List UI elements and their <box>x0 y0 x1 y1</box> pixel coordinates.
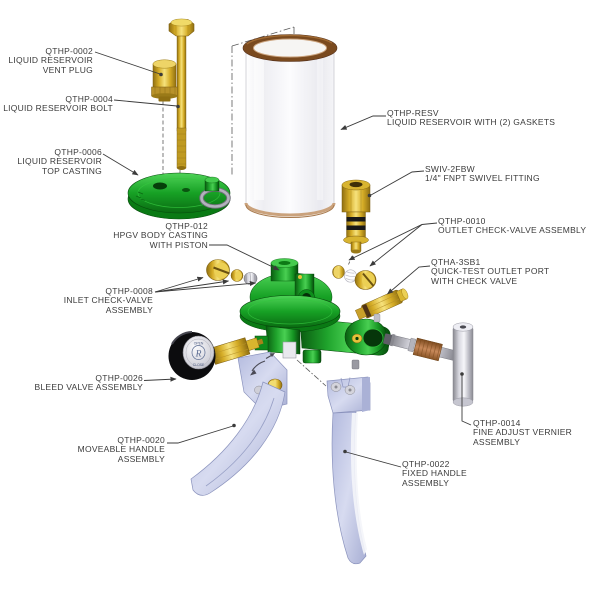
part-number: QTHP-012 <box>165 221 208 231</box>
bleed-valve-assembly: OPEN CLOSE R <box>168 331 264 380</box>
part-name: OUTLET CHECK-VALVE ASSEMBLY <box>438 225 587 236</box>
callout-qthp-0008: QTHP-0008 INLET CHECK-VALVE ASSEMBLY <box>63 286 153 315</box>
knob-brand-initial: R <box>195 350 202 360</box>
part-name: LIQUID RESERVOIR <box>17 156 102 167</box>
part-name: WITH CHECK VALVE <box>431 275 518 286</box>
part-name: VENT PLUG <box>42 64 93 75</box>
part-name: LIQUID RESERVOIR <box>8 55 93 66</box>
hpgv-body-casting <box>239 258 391 370</box>
part-number: QTHP-0022 <box>402 459 450 469</box>
leader-lines <box>94 51 472 468</box>
swivel-fitting <box>341 179 371 254</box>
callout-qthp-0002: QTHP-0002 LIQUID RESERVOIR VENT PLUG <box>8 46 93 75</box>
callout-qthp-resv: QTHP-RESV LIQUID RESERVOIR WITH (2) GASK… <box>387 108 556 128</box>
part-name: LIQUID RESERVOIR WITH (2) GASKETS <box>387 117 556 128</box>
part-number: SWIV-2FBW <box>425 164 475 174</box>
part-name: WITH PISTON <box>149 239 208 250</box>
knob-close-label: CLOSE <box>193 363 205 367</box>
part-name: ASSEMBLY <box>402 477 450 488</box>
part-number: QTHP-0026 <box>95 373 143 383</box>
part-name: HPGV BODY CASTING <box>113 230 208 241</box>
part-number: QTHP-RESV <box>387 108 439 118</box>
callout-qthp-012: QTHP-012 HPGV BODY CASTING WITH PISTON <box>113 221 208 250</box>
callout-qthp-0010: QTHP-0010 OUTLET CHECK-VALVE ASSEMBLY <box>438 216 587 236</box>
reservoir-top-casting <box>127 172 231 220</box>
part-name: FIXED HANDLE <box>402 468 467 479</box>
part-name: ASSEMBLY <box>105 304 153 315</box>
part-name: 1/4" FNPT SWIVEL FITTING <box>425 173 540 184</box>
part-name: TOP CASTING <box>41 165 102 176</box>
callout-qtha-3sb1: QTHA-3SB1 QUICK-TEST OUTLET PORT WITH CH… <box>431 257 550 286</box>
part-number: QTHP-0014 <box>473 418 521 428</box>
leader-dots <box>159 72 464 454</box>
part-number: QTHP-0008 <box>105 286 153 296</box>
part-name: INLET CHECK-VALVE <box>63 295 153 306</box>
part-name: LIQUID RESERVOIR BOLT <box>3 103 113 114</box>
callout-qthp-0020: QTHP-0020 MOVEABLE HANDLE ASSEMBLY <box>77 435 165 464</box>
outlet-check-valve-parts <box>332 265 377 290</box>
part-number: QTHA-3SB1 <box>431 257 481 267</box>
part-name: QUICK-TEST OUTLET PORT <box>431 266 550 277</box>
part-number: QTHP-0010 <box>438 216 486 226</box>
quick-test-outlet-port <box>355 288 409 320</box>
callout-qthp-0004: QTHP-0004 LIQUID RESERVOIR BOLT <box>3 94 113 114</box>
fine-adjust-vernier <box>383 322 474 407</box>
part-name: BLEED VALVE ASSEMBLY <box>34 382 143 393</box>
liquid-reservoir <box>242 34 338 218</box>
callout-swiv-2fbw: SWIV-2FBW 1/4" FNPT SWIVEL FITTING <box>425 164 540 184</box>
inlet-check-valve-parts <box>206 259 258 285</box>
vent-plug <box>151 59 178 102</box>
knob-open-label: OPEN <box>194 342 204 346</box>
callout-qthp-0014: QTHP-0014 FINE ADJUST VERNIER ASSEMBLY <box>473 418 573 447</box>
liquid-reservoir-bolt <box>168 18 195 170</box>
part-name: ASSEMBLY <box>473 436 521 447</box>
moveable-handle <box>190 351 288 496</box>
part-name: MOVEABLE HANDLE <box>77 444 165 455</box>
part-number: QTHP-0006 <box>54 147 102 157</box>
callout-qthp-0022: QTHP-0022 FIXED HANDLE ASSEMBLY <box>402 459 467 488</box>
callout-qthp-0006: QTHP-0006 LIQUID RESERVOIR TOP CASTING <box>17 147 102 176</box>
part-number: QTHP-0002 <box>45 46 93 56</box>
fixed-handle <box>326 376 371 565</box>
part-number: QTHP-0004 <box>65 94 113 104</box>
callout-qthp-0026: QTHP-0026 BLEED VALVE ASSEMBLY <box>34 373 143 393</box>
part-name: ASSEMBLY <box>117 453 165 464</box>
part-number: QTHP-0020 <box>117 435 165 445</box>
part-name: FINE ADJUST VERNIER <box>473 427 573 438</box>
